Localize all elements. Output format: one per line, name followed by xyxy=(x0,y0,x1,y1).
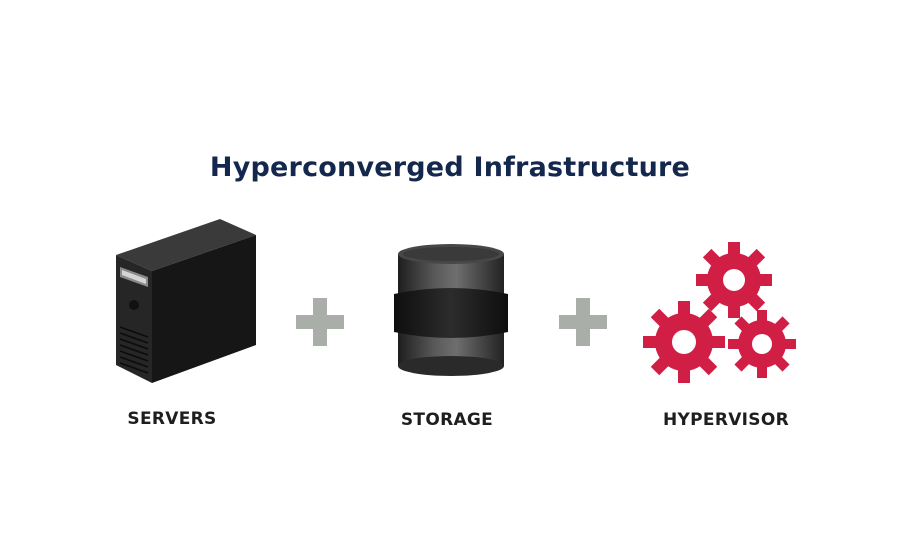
storage-cylinder-icon xyxy=(394,244,508,376)
storage-label: STORAGE xyxy=(400,410,494,430)
server-tower-icon xyxy=(116,219,256,383)
hypervisor-label: HYPERVISOR xyxy=(663,410,789,430)
servers-label: SERVERS xyxy=(127,409,217,429)
diagram-title: Hyperconverged Infrastructure xyxy=(209,152,691,183)
gears-icon xyxy=(643,242,796,383)
plus-icon xyxy=(296,298,344,346)
plus-icon xyxy=(559,298,607,346)
